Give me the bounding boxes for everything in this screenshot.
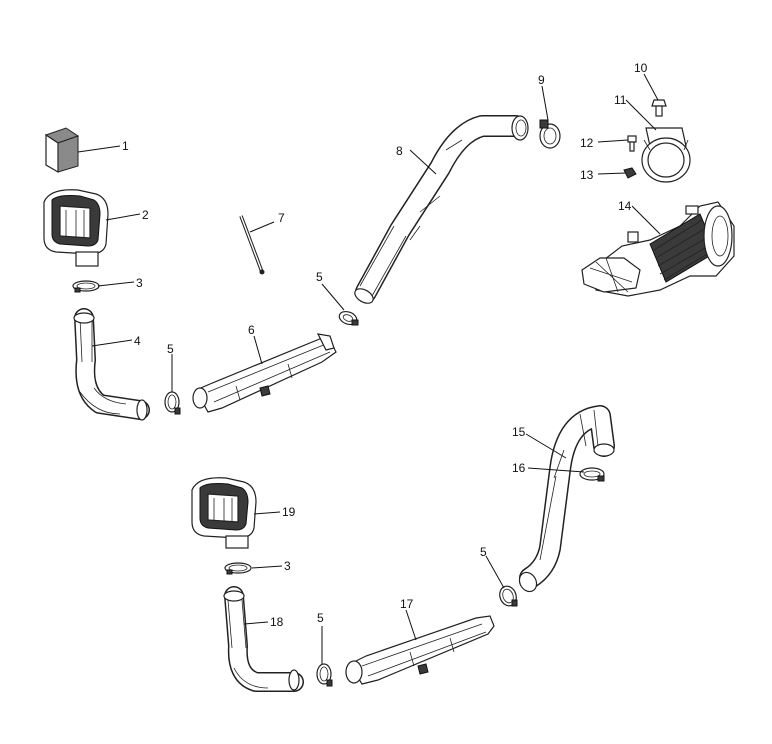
- part-15-hose: [518, 405, 615, 593]
- callout-16: 16: [512, 461, 526, 475]
- part-1-block: [44, 127, 80, 174]
- callout-2: 2: [142, 208, 149, 222]
- part-9-clamp: [539, 119, 561, 149]
- part-16-clamp: [579, 467, 605, 482]
- part-5-clamp-a: [164, 391, 181, 415]
- callout-3-upper: 3: [136, 276, 143, 290]
- callout-19: 19: [282, 505, 296, 519]
- callout-10: 10: [634, 61, 648, 75]
- part-11-band: [641, 127, 691, 183]
- callout-4: 4: [134, 334, 141, 348]
- callout-7: 7: [278, 211, 285, 225]
- callout-5-d: 5: [317, 611, 324, 625]
- callout-9: 9: [538, 73, 545, 87]
- part-5-clamp-d: [316, 663, 333, 687]
- part-19-precleaner: [191, 477, 257, 549]
- leader-lines: [77, 73, 661, 664]
- callout-11: 11: [614, 93, 627, 107]
- part-14-air-filter: [581, 201, 735, 297]
- part-13-nut: [623, 167, 637, 179]
- callout-3-lower: 3: [284, 559, 291, 573]
- callout-5-c: 5: [480, 545, 487, 559]
- callout-5-b: 5: [316, 270, 323, 284]
- part-10-bolt: [651, 99, 667, 117]
- callout-18: 18: [270, 615, 284, 629]
- part-18-hose: [223, 586, 304, 692]
- callout-15: 15: [512, 425, 526, 439]
- callout-labels: 1 2 3 4 5 6 7 5 8 9 10 11 12 13 14 15 16…: [122, 61, 648, 629]
- part-2-precleaner: [43, 189, 109, 267]
- callout-1: 1: [122, 139, 129, 153]
- callout-6: 6: [248, 323, 255, 337]
- callout-12: 12: [580, 136, 594, 150]
- part-5-clamp-c: [499, 585, 518, 607]
- part-17-duct: [345, 615, 495, 685]
- part-3-clamp-lower: [224, 562, 252, 575]
- callout-14: 14: [618, 199, 632, 213]
- callout-8: 8: [396, 144, 403, 158]
- callout-13: 13: [580, 168, 594, 182]
- part-3-clamp-upper: [72, 280, 100, 293]
- part-12-bolt: [627, 135, 637, 152]
- callout-5-a: 5: [167, 342, 174, 356]
- part-7-rod: [239, 215, 265, 275]
- part-6-duct: [192, 333, 337, 413]
- part-8-hose: [354, 115, 529, 304]
- callout-17: 17: [400, 597, 414, 611]
- part-4-hose: [73, 308, 150, 421]
- part-5-clamp-b: [338, 310, 359, 326]
